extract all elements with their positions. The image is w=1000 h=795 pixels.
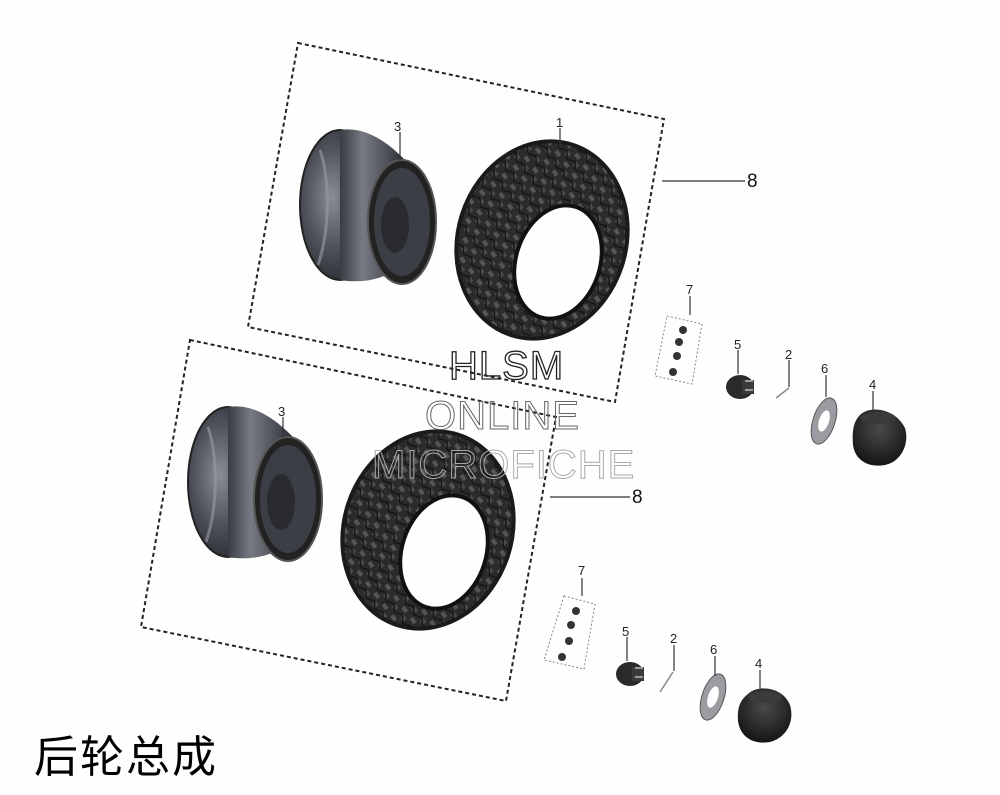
callout-rim: 3 <box>278 404 286 419</box>
callout-hub-cap: 4 <box>755 656 763 671</box>
cotter-pin-icon <box>659 671 674 693</box>
callout-washer: 6 <box>821 361 829 376</box>
upper-assembly-boundary <box>246 41 666 404</box>
washer-icon <box>810 397 838 445</box>
washer-icon <box>699 673 727 721</box>
hub-cap-icon <box>737 688 792 743</box>
rim-icon <box>299 129 437 285</box>
callout-castle-nut: 5 <box>622 624 630 639</box>
callout-hub-cap: 4 <box>869 377 877 392</box>
callout-castle-nut: 5 <box>734 337 742 352</box>
wheel-nuts-icon <box>543 595 596 670</box>
hub-cap-icon <box>852 409 907 466</box>
castle-nut-icon <box>726 375 754 399</box>
castle-nut-icon <box>616 662 644 686</box>
rim-icon <box>187 406 323 562</box>
callout-cotter-pin: 2 <box>785 347 793 362</box>
callout-wheel-assembly: 8 <box>747 171 758 192</box>
callout-wheel-nuts: 7 <box>578 563 586 578</box>
wheel-nuts-icon <box>654 315 703 385</box>
callout-wheel-nuts: 7 <box>686 282 694 297</box>
tire-icon <box>454 139 630 341</box>
callout-tire: 1 <box>556 115 564 130</box>
callout-cotter-pin: 2 <box>670 631 678 646</box>
watermark-line-2: ONLINE <box>425 394 580 438</box>
callout-washer: 6 <box>710 642 718 657</box>
upper-assembly <box>246 41 907 466</box>
page-title: 后轮总成 <box>34 732 218 783</box>
callout-wheel-assembly: 8 <box>632 487 643 508</box>
cotter-pin-icon <box>775 387 790 399</box>
watermark-line-3: MICROFICHE <box>371 443 636 487</box>
callout-rim: 3 <box>394 119 402 134</box>
lower-assembly <box>139 338 792 743</box>
tire-icon <box>340 429 516 631</box>
watermark-line-1: HLSM <box>448 344 565 388</box>
